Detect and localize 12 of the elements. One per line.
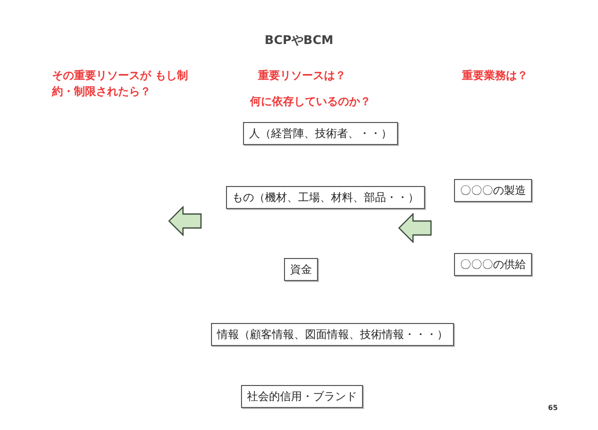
resource-box: もの（機材、工場、材料、部品・・） xyxy=(226,186,425,209)
heading-text: 重要業務は？ xyxy=(462,68,528,83)
resource-box: 資金 xyxy=(284,258,318,281)
note-text: 何に依存しているのか？ xyxy=(250,94,371,109)
title: BCPやBCM xyxy=(264,32,334,49)
task-box: 〇〇〇の供給 xyxy=(454,253,532,276)
resource-box: 人（経営陣、技術者、・・） xyxy=(243,122,398,145)
resource-box: 社会的信用・ブランド xyxy=(241,385,363,408)
note-text: その重要リソースが もし制約・制限されたら？ xyxy=(52,68,189,100)
resource-box: 情報（顧客情報、図面情報、技術情報・・・） xyxy=(211,323,454,346)
heading-text: 重要リソースは？ xyxy=(258,68,346,83)
task-box: 〇〇〇の製造 xyxy=(454,179,532,202)
